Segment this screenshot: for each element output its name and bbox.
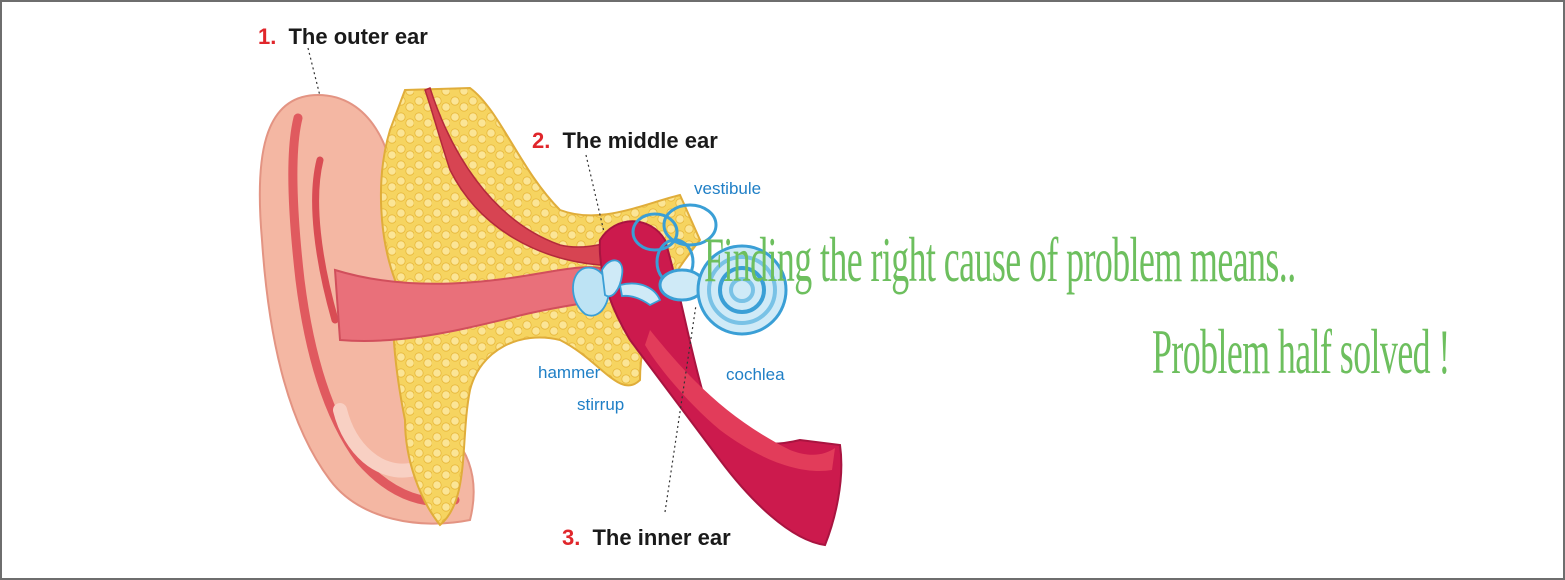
stirrup-label: stirrup bbox=[577, 395, 624, 414]
vestibule-label: vestibule bbox=[694, 179, 761, 198]
tagline-line-1: Finding the right cause of problem means… bbox=[704, 224, 1296, 295]
tagline-line-2: Problem half solved ! bbox=[1152, 316, 1450, 387]
eustachian-tube bbox=[645, 330, 835, 471]
svg-text:3. The inner ear: 3. The inner ear bbox=[562, 525, 731, 550]
hammer-label: hammer bbox=[538, 363, 601, 382]
middle-ear-number: 2. bbox=[532, 128, 550, 153]
outer-ear-label: The outer ear bbox=[288, 24, 428, 49]
inner-ear-label: The inner ear bbox=[592, 525, 731, 550]
middle-ear-label: The middle ear bbox=[562, 128, 718, 153]
svg-text:2. The middle ear: 2. The middle ear bbox=[532, 128, 718, 153]
outer-ear-number: 1. bbox=[258, 24, 276, 49]
leader-lines bbox=[307, 47, 697, 513]
ossicles bbox=[601, 259, 662, 307]
svg-text:1. The outer ear: 1. The outer ear bbox=[258, 24, 428, 49]
cochlea-label: cochlea bbox=[726, 365, 785, 384]
eardrum bbox=[572, 266, 610, 317]
inner-ear-number: 3. bbox=[562, 525, 580, 550]
inner-ear bbox=[631, 203, 788, 336]
